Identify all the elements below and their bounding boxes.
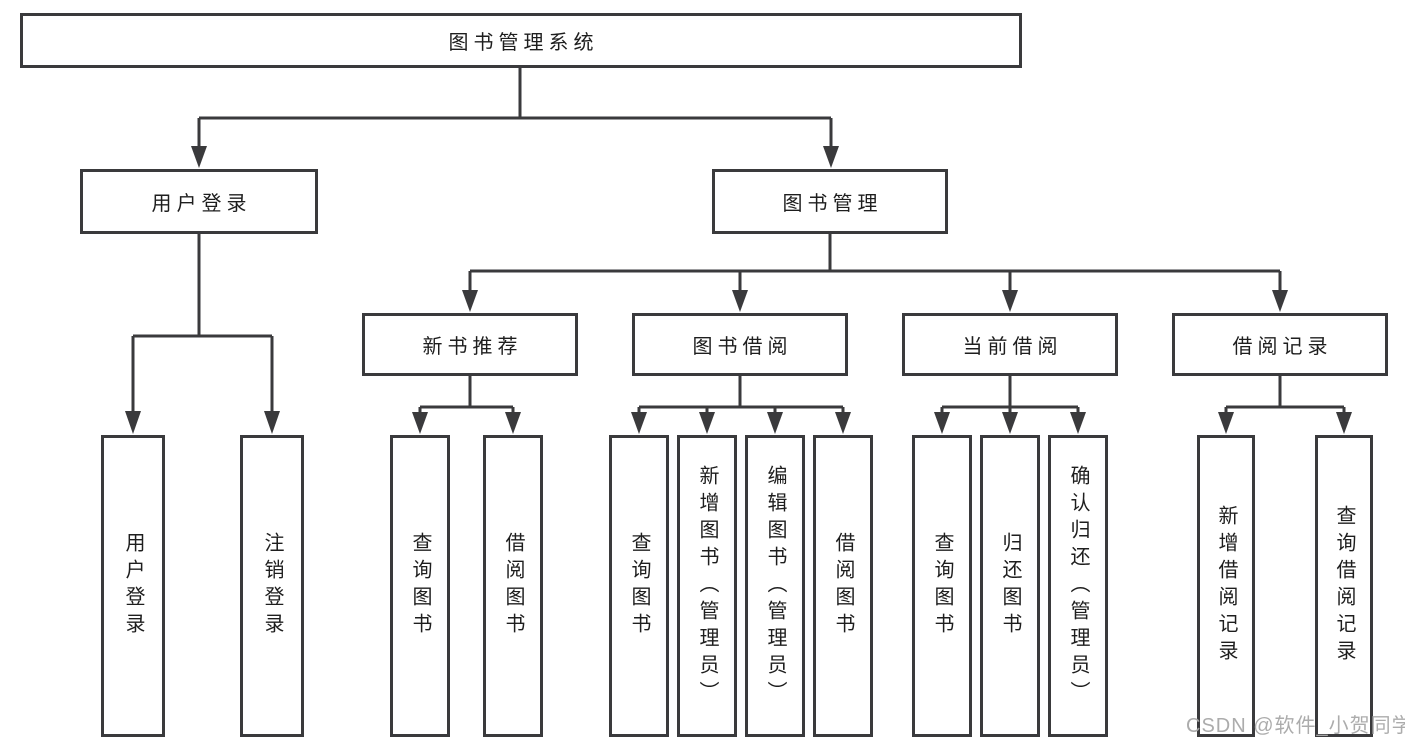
node-label: 确认归还（管理员） [1067, 464, 1089, 708]
leaf-logout-login: 注销登录 [240, 435, 304, 737]
connector-current-borrow [934, 376, 1086, 434]
leaf-borrow-books-recommend: 借阅图书 [483, 435, 543, 737]
node-current-borrow: 当前借阅 [902, 313, 1118, 376]
connector-root [191, 68, 839, 168]
node-label: 用户登录 [122, 532, 144, 640]
leaf-borrow-books: 借阅图书 [813, 435, 873, 737]
node-user-login: 用户登录 [80, 169, 318, 234]
node-label: 查询借阅记录 [1333, 505, 1355, 667]
node-label: 查询图书 [628, 532, 650, 640]
connector-borrow-records [1218, 376, 1352, 434]
node-label: 编辑图书（管理员） [764, 464, 786, 708]
leaf-return-books: 归还图书 [980, 435, 1040, 737]
node-root: 图书管理系统 [20, 13, 1022, 68]
leaf-query-books-borrow: 查询图书 [609, 435, 669, 737]
node-label: 借阅记录 [1232, 336, 1333, 358]
node-label: 借阅图书 [832, 532, 854, 640]
connector-new-book-recommend [412, 376, 521, 434]
node-label: 新书推荐 [422, 336, 523, 358]
connector-book-borrow [631, 376, 851, 434]
connector-book-management [462, 234, 1288, 312]
node-label: 图书管理系统 [448, 32, 599, 54]
leaf-query-borrow-record: 查询借阅记录 [1315, 435, 1373, 737]
node-borrow-records: 借阅记录 [1172, 313, 1388, 376]
leaf-add-books-admin: 新增图书（管理员） [677, 435, 737, 737]
node-label: 用户登录 [151, 193, 252, 215]
leaf-add-borrow-record: 新增借阅记录 [1197, 435, 1255, 737]
node-book-management: 图书管理 [712, 169, 948, 234]
node-label: 新增借阅记录 [1215, 505, 1237, 667]
leaf-user-login: 用户登录 [101, 435, 165, 737]
leaf-edit-books-admin: 编辑图书（管理员） [745, 435, 805, 737]
watermark: CSDN @软件_小贺同学 [1186, 715, 1405, 737]
leaf-query-books-recommend: 查询图书 [390, 435, 450, 737]
leaf-confirm-return-admin: 确认归还（管理员） [1048, 435, 1108, 737]
node-new-book-recommend: 新书推荐 [362, 313, 578, 376]
node-label: 归还图书 [999, 532, 1021, 640]
node-label: 当前借阅 [962, 336, 1063, 358]
leaf-query-books-current: 查询图书 [912, 435, 972, 737]
node-label: 图书管理 [782, 193, 883, 215]
node-label: 查询图书 [409, 532, 431, 640]
node-label: 新增图书（管理员） [696, 464, 718, 708]
node-label: 查询图书 [931, 532, 953, 640]
node-book-borrow: 图书借阅 [632, 313, 848, 376]
node-label: 注销登录 [261, 532, 283, 640]
connector-user-login [125, 234, 280, 434]
node-label: 借阅图书 [502, 532, 524, 640]
node-label: 图书借阅 [692, 336, 793, 358]
